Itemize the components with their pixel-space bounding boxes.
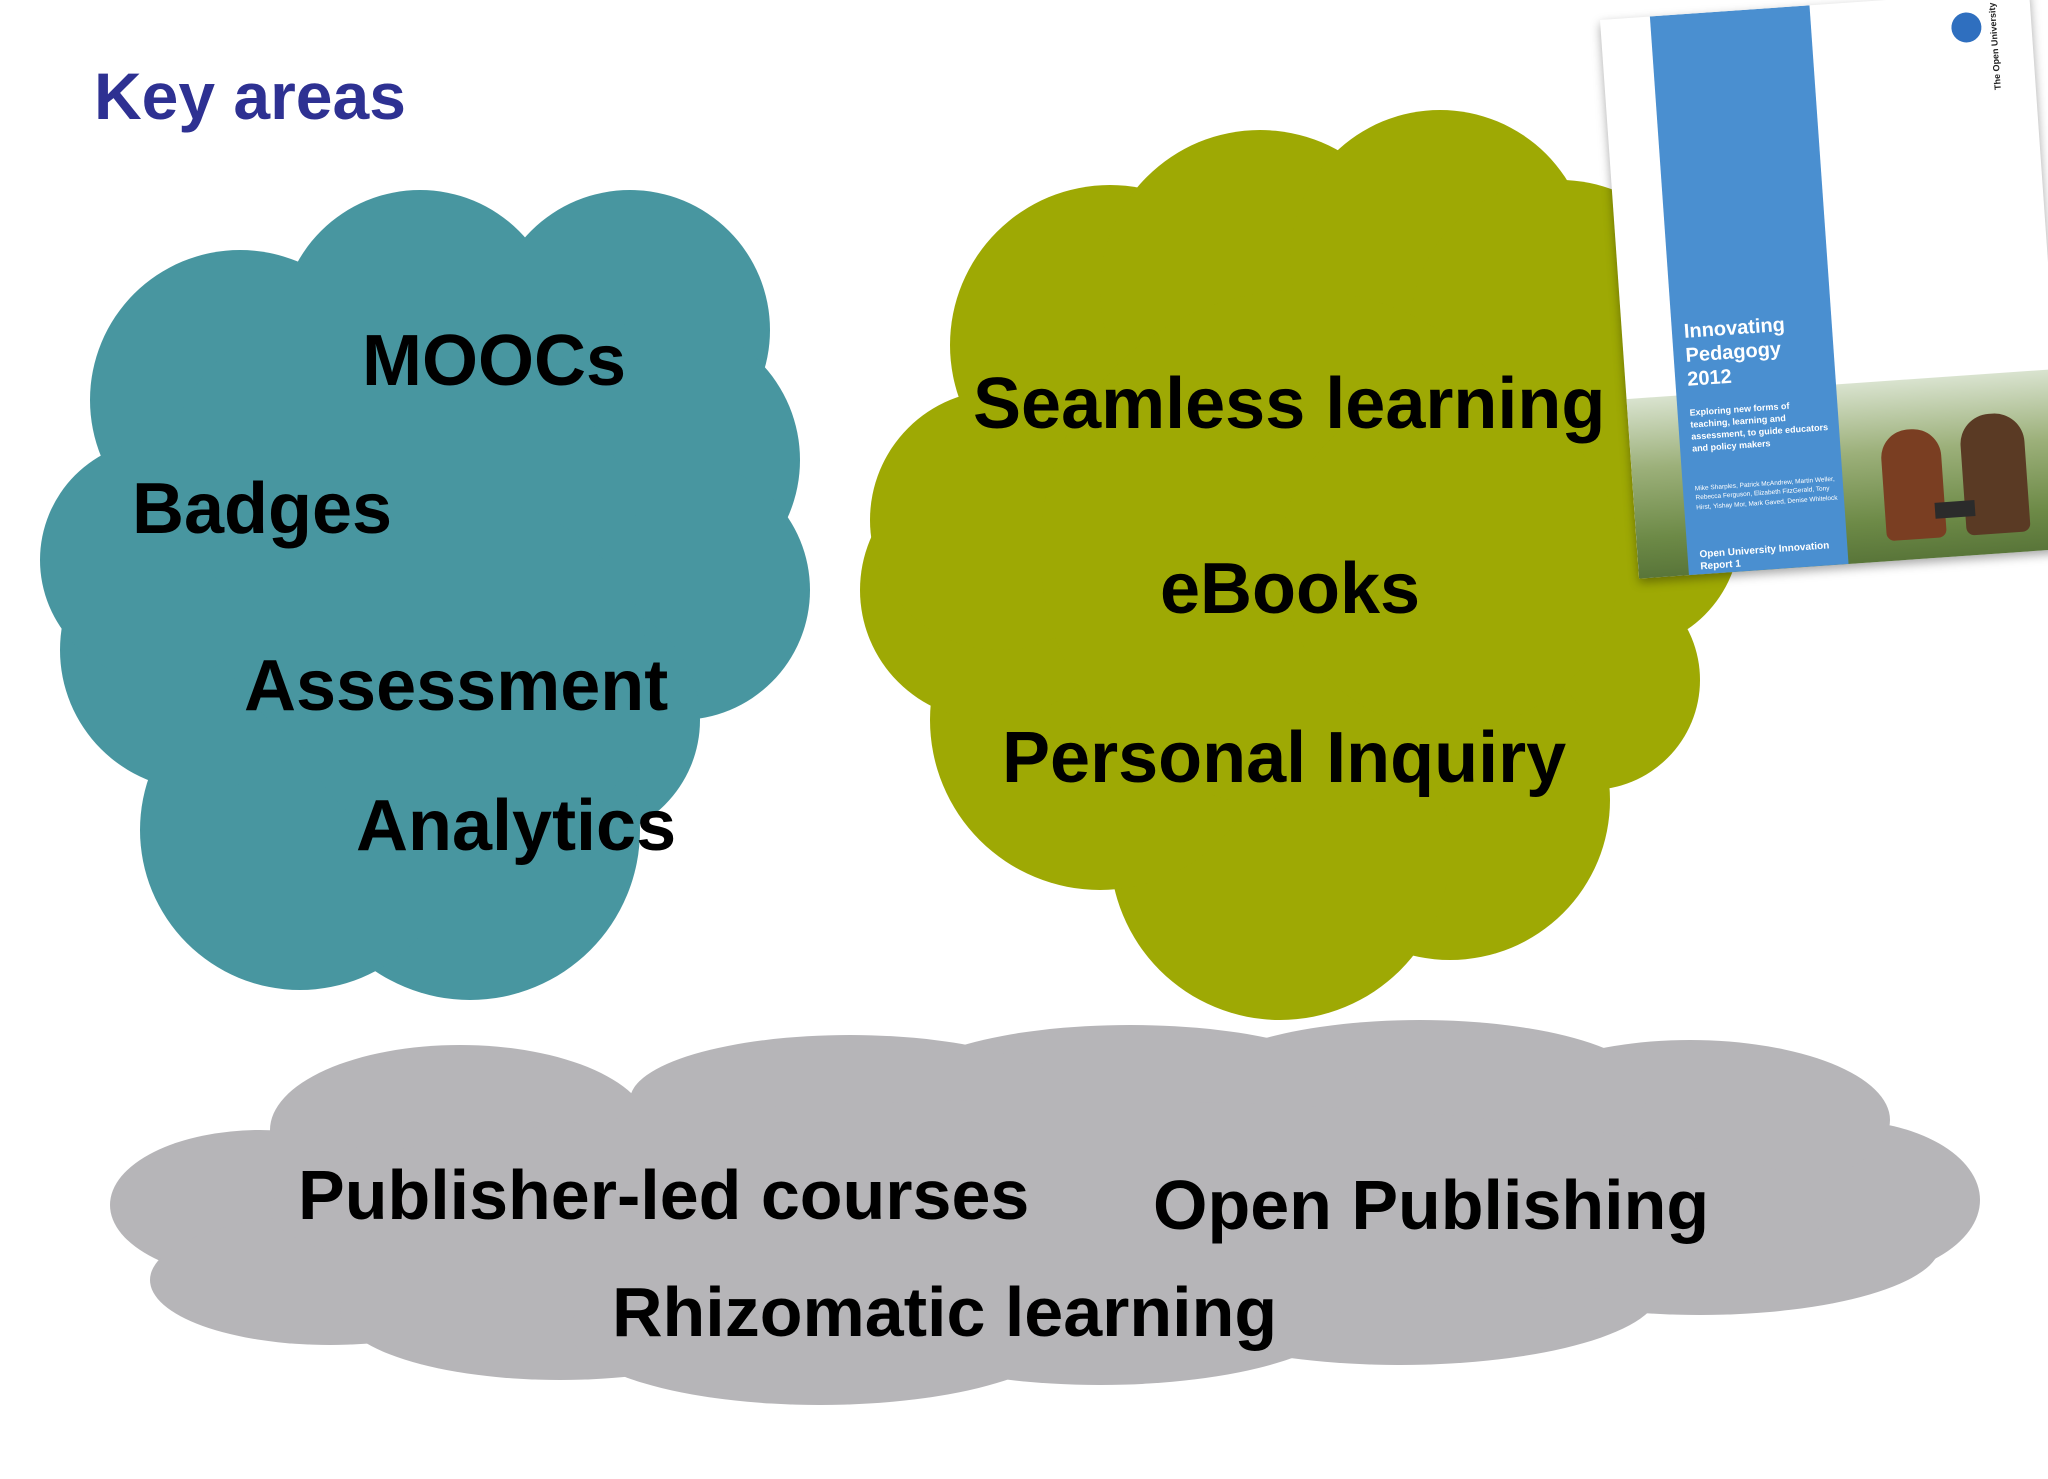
cloud-right-item-personal-inquiry: Personal Inquiry xyxy=(1002,718,1567,798)
page-title: Key areas xyxy=(94,59,406,133)
open-university-logo-icon xyxy=(1950,11,1983,44)
cloud-left-item-analytics: Analytics xyxy=(356,786,677,866)
cloud-bottom xyxy=(110,1020,1980,1405)
person-figure xyxy=(1879,427,1947,542)
cloud-bottom-item-open-publishing: Open Publishing xyxy=(1153,1166,1710,1244)
cover-logo-text: The Open University xyxy=(1986,2,2003,91)
cloud-bottom-item-rhizomatic-learning: Rhizomatic learning xyxy=(612,1273,1278,1351)
cloud-left-item-assessment: Assessment xyxy=(244,646,669,726)
cloud-right-item-seamless-learning: Seamless learning xyxy=(973,364,1606,444)
laptop-figure xyxy=(1934,500,1976,519)
cover-subtitle: Exploring new forms of teaching, learnin… xyxy=(1689,400,1829,455)
person-figure xyxy=(1958,411,2031,536)
cloud-bottom-item-publisher-led-courses: Publisher-led courses xyxy=(298,1156,1030,1234)
report-cover-image: The Open University Innovating Pedagogy … xyxy=(1600,0,2048,579)
cloud-right-item-ebooks: eBooks xyxy=(1160,549,1421,629)
cover-title: Innovating Pedagogy 2012 xyxy=(1683,313,1786,391)
cloud-left-item-moocs: MOOCs xyxy=(362,321,627,401)
cloud-left-item-badges: Badges xyxy=(132,469,393,549)
cloud-left xyxy=(40,190,810,1000)
